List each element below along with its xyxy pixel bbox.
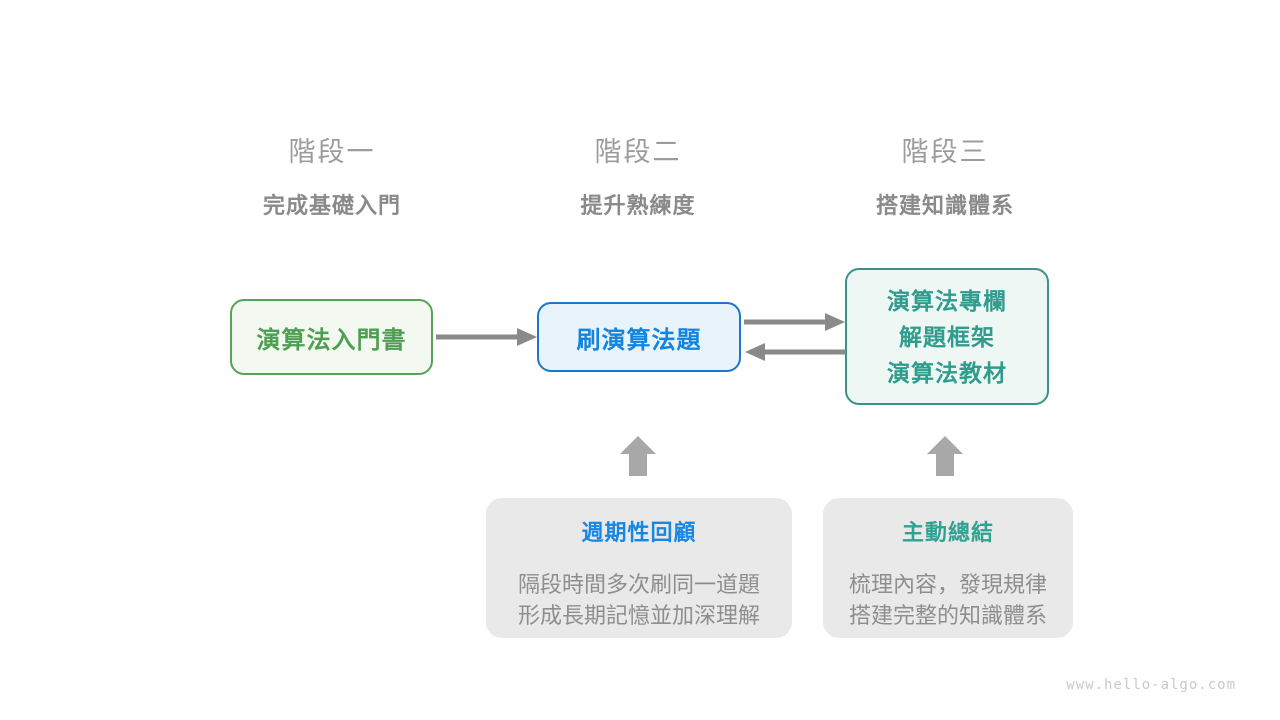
stage-2-label: 階段二 (594, 137, 682, 167)
stage-3-subtitle: 搭建知識體系 (875, 193, 1014, 218)
stage-3-label: 階段三 (901, 137, 989, 167)
info-box-description: 隔段時間多次刷同一道題 形成長期記憶並加深理解 (486, 569, 792, 631)
flow-box-knowledge-resources: 演算法專欄 解題框架 演算法教材 (845, 268, 1049, 405)
info-box-title: 週期性回顧 (581, 520, 697, 545)
stage-3-header: 階段三 搭建知識體系 (795, 130, 1095, 220)
flow-box-intro-book: 演算法入門書 (230, 299, 433, 375)
flow-box-label: 演算法入門書 (256, 326, 407, 354)
arrow-stage1-to-stage2-icon (436, 328, 537, 346)
flow-box-label: 演算法教材 (887, 359, 1007, 386)
stage-1-header: 階段一 完成基礎入門 (182, 130, 482, 220)
info-desc-line: 梳理內容，發現規律 (848, 572, 1047, 597)
flow-box-label: 解題框架 (899, 323, 995, 350)
stage-1-label: 階段一 (288, 137, 376, 167)
up-arrow-summary-icon (927, 436, 963, 476)
info-desc-line: 搭建完整的知識體系 (848, 603, 1047, 628)
arrow-stage3-to-stage2-icon (745, 343, 846, 361)
info-box-description: 梳理內容，發現規律 搭建完整的知識體系 (823, 569, 1073, 631)
up-arrow-review-icon (620, 436, 656, 476)
stage-2-header: 階段二 提升熟練度 (488, 130, 788, 220)
watermark: www.hello-algo.com (1066, 677, 1236, 693)
info-desc-line: 隔段時間多次刷同一道題 (517, 572, 760, 597)
flow-box-label: 刷演算法題 (576, 326, 702, 354)
info-box-title: 主動總結 (901, 520, 994, 545)
flow-box-label: 演算法專欄 (887, 287, 1007, 314)
info-box-periodic-review: 週期性回顧 隔段時間多次刷同一道題 形成長期記憶並加深理解 (486, 498, 792, 638)
flow-box-practice-problems: 刷演算法題 (537, 302, 741, 372)
info-desc-line: 形成長期記憶並加深理解 (517, 603, 760, 628)
stage-1-subtitle: 完成基礎入門 (262, 193, 401, 218)
info-box-active-summary: 主動總結 梳理內容，發現規律 搭建完整的知識體系 (823, 498, 1073, 638)
stage-2-subtitle: 提升熟練度 (580, 193, 696, 218)
arrow-stage2-to-stage3-icon (744, 313, 845, 331)
